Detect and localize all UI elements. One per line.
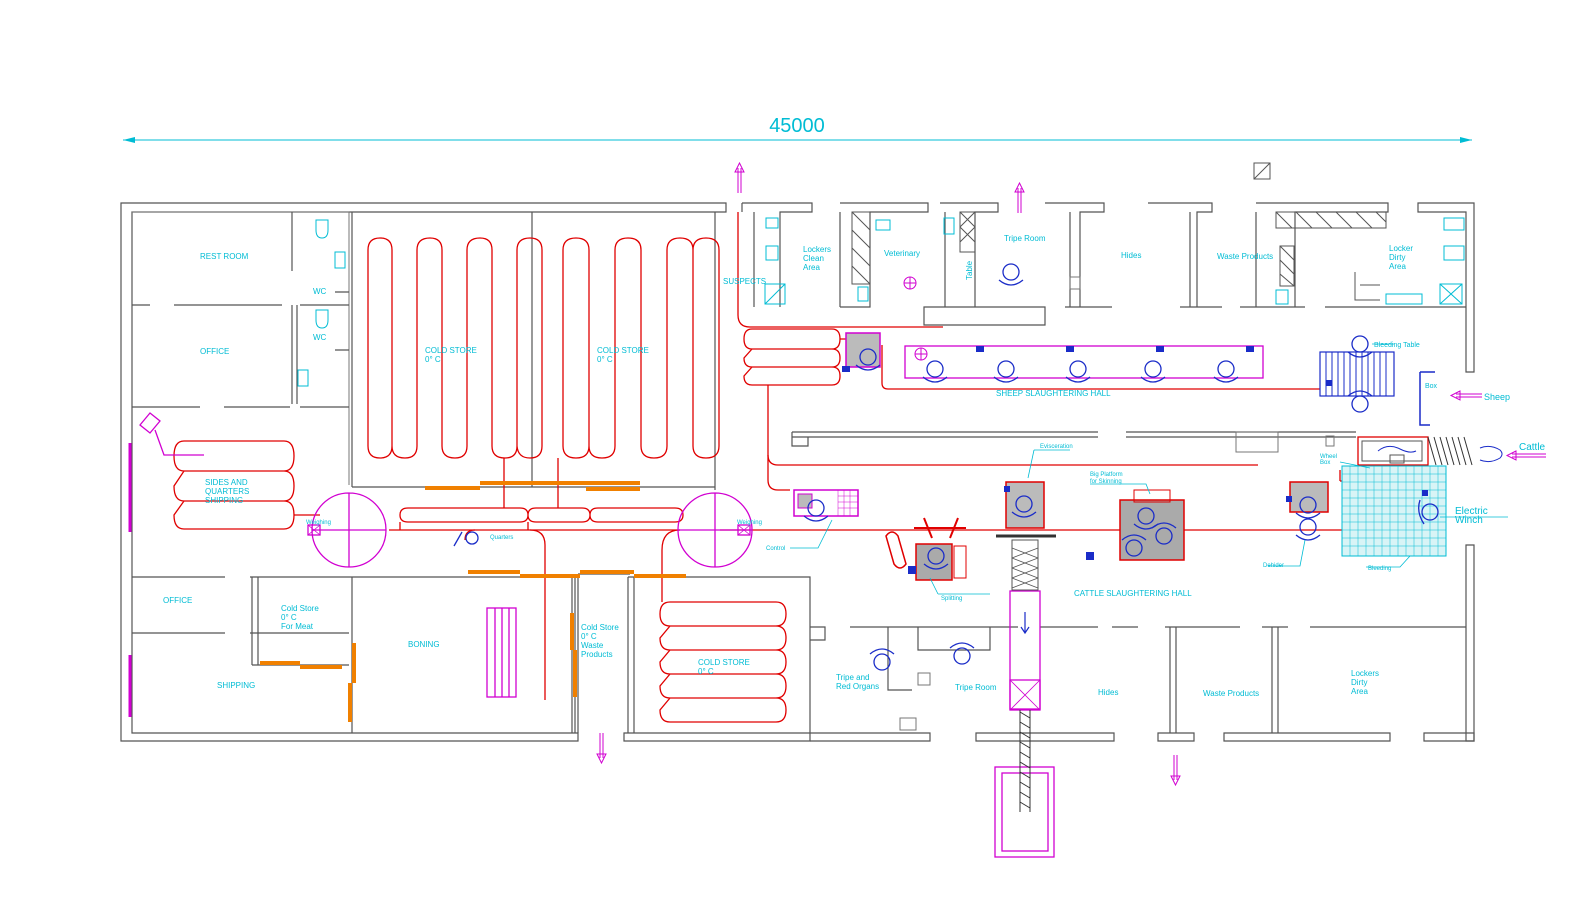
label-bleeding-table: Bleeding Table <box>1374 342 1420 349</box>
operator-icon <box>949 642 975 665</box>
operator-icon <box>993 360 1019 383</box>
arrow-sheep-icon <box>1449 390 1482 401</box>
operator-icon <box>855 348 881 371</box>
equipment-labels: Weighing Weighing Quarters Control Split… <box>306 342 1546 602</box>
operators <box>453 263 1439 671</box>
label-splitting: Splitting <box>941 596 962 602</box>
label-tripe-room-top: Tripe Room <box>1004 234 1046 243</box>
arrow-down-hides-icon <box>1170 755 1181 787</box>
label-tripe-room-bottom: Tripe Room <box>955 683 997 692</box>
arrow-down-boning-icon <box>596 733 607 765</box>
label-table: Table <box>965 260 974 280</box>
label-wc-2: WC <box>313 333 327 342</box>
arrow-up-suspects-icon <box>734 161 745 193</box>
label-veterinary: Veterinary <box>884 249 920 258</box>
operator-icon <box>1295 518 1321 541</box>
switch-boxes <box>842 346 1428 574</box>
cattle-line <box>793 436 1503 591</box>
label-sheep: Sheep <box>1484 392 1510 402</box>
cold-store-rails <box>173 212 1430 723</box>
label-wc-1: WC <box>313 287 327 296</box>
label-waste-bottom: Waste Products <box>1203 689 1259 698</box>
leader-lines <box>790 343 1508 595</box>
small-square-marker <box>1253 162 1271 180</box>
label-quarters: Quarters <box>490 535 513 541</box>
label-evisceration: Evisceration <box>1040 444 1073 450</box>
flow-arrows <box>596 161 1546 787</box>
label-waste-top: Waste Products <box>1217 252 1273 261</box>
operator-icon <box>1213 360 1239 383</box>
label-cattle: Cattle <box>1519 442 1546 453</box>
label-weighing-left: Weighing <box>306 520 331 526</box>
label-office-top: OFFICE <box>200 347 229 356</box>
operator-icon <box>1140 360 1166 383</box>
operator-icon <box>869 648 895 671</box>
label-box: Box <box>1425 383 1438 390</box>
label-hides-top: Hides <box>1121 251 1141 260</box>
operator-icon <box>1347 335 1373 358</box>
operator-icon <box>1011 495 1037 518</box>
sheep-line <box>845 332 1435 426</box>
arrow-cattle-icon <box>1505 450 1546 461</box>
dimension-line: 45000 <box>123 115 1472 143</box>
doors <box>260 481 686 722</box>
bleeding-grid <box>1341 465 1447 557</box>
operator-icon <box>1295 496 1321 519</box>
operator-icon <box>1065 360 1091 383</box>
label-control: Control <box>766 546 785 552</box>
label-sheep-hall: SHEEP SLAUGHTERING HALL <box>996 389 1111 398</box>
label-suspects: SUSPECTS <box>723 277 766 286</box>
swing-doors <box>128 412 1055 858</box>
operator-icon <box>998 263 1024 286</box>
label-hides-bottom: Hides <box>1098 688 1118 697</box>
sanitary-fixtures <box>297 211 1465 387</box>
label-boning: BONING <box>408 640 440 649</box>
operator-icon <box>922 360 948 383</box>
operator-icon <box>1418 499 1439 525</box>
dimension-label: 45000 <box>769 115 825 137</box>
label-dehider: Dehider <box>1263 563 1284 569</box>
label-bleeding: Bleeding <box>1368 566 1391 572</box>
label-cattle-hall: CATTLE SLAUGHTERING HALL <box>1074 589 1192 598</box>
operator-icon <box>1121 534 1147 557</box>
label-office-bottom: OFFICE <box>163 596 192 605</box>
label-rest-room: REST ROOM <box>200 252 249 261</box>
arrow-up-tripe-icon <box>1014 181 1025 213</box>
operator-icon <box>1151 522 1177 545</box>
operator-icon <box>923 547 949 570</box>
label-weighing-right: Weighing <box>737 520 762 526</box>
right-block-walls <box>741 202 1475 742</box>
label-shipping: SHIPPING <box>217 681 255 690</box>
operator-icon <box>453 531 479 547</box>
operator-icon <box>803 499 829 522</box>
operator-icon <box>1347 390 1373 413</box>
